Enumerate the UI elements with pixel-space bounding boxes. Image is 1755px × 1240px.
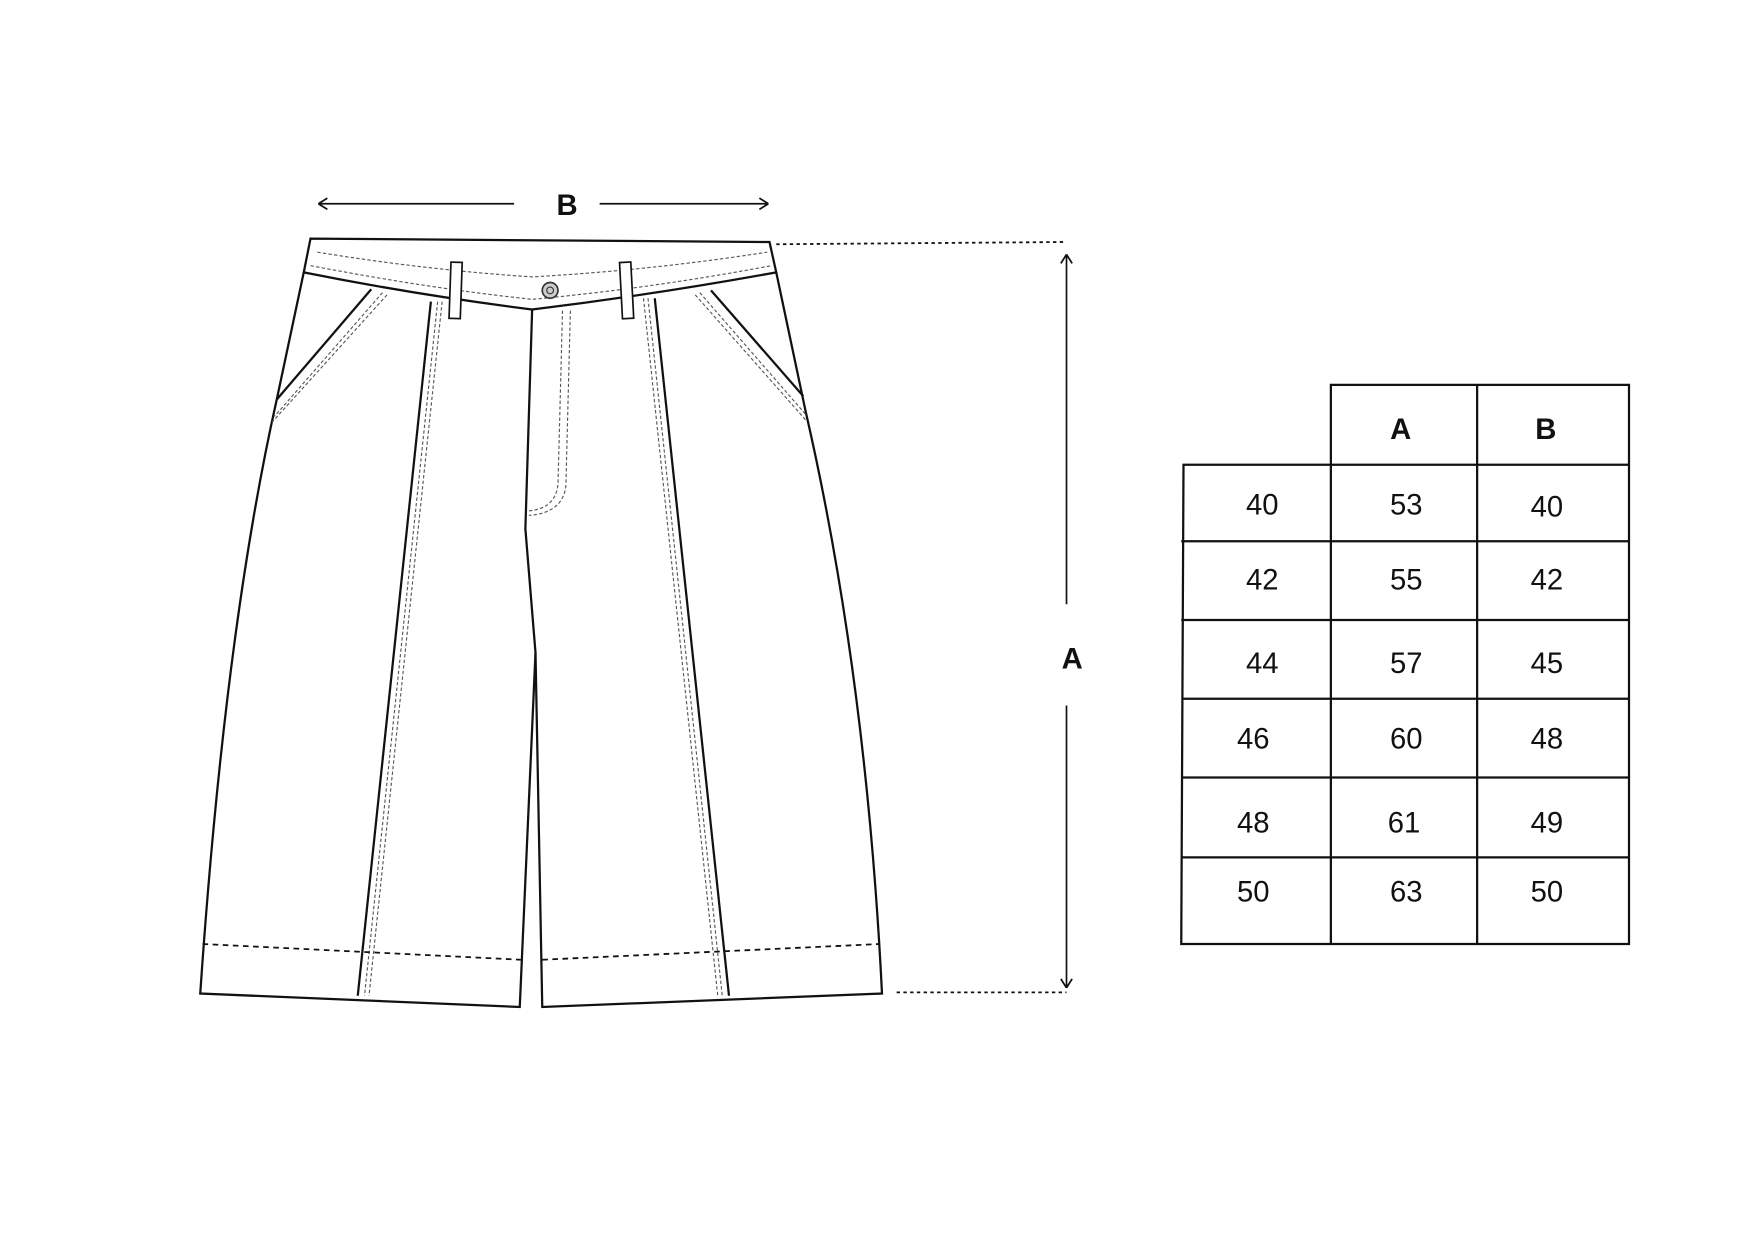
right-pocket xyxy=(710,289,805,397)
cell-a: 53 xyxy=(1390,489,1423,521)
left-leg-outline xyxy=(199,272,537,1009)
size-table: A B 40 53 40 42 55 42 44 57 45 46 60 48 … xyxy=(1180,383,1631,946)
cell-a: 55 xyxy=(1390,565,1423,597)
cell-size: 48 xyxy=(1237,808,1270,840)
width-arrow-icon xyxy=(317,197,769,211)
cell-b: 50 xyxy=(1531,876,1564,908)
width-dimension: B xyxy=(317,190,769,222)
shorts-drawing xyxy=(199,237,884,1009)
cell-size: 42 xyxy=(1246,565,1279,597)
cell-size: 46 xyxy=(1237,723,1270,755)
fly-stitching xyxy=(528,310,571,516)
cell-size: 44 xyxy=(1246,648,1279,680)
cell-b: 48 xyxy=(1531,723,1564,755)
header-b: B xyxy=(1535,414,1556,446)
button-icon xyxy=(541,281,559,300)
cell-b: 42 xyxy=(1531,565,1564,597)
width-label: B xyxy=(556,190,577,222)
right-panel-seam xyxy=(653,298,731,996)
belt-loop-left xyxy=(448,261,464,320)
left-pocket xyxy=(275,288,373,401)
left-hem-line xyxy=(202,943,521,961)
cell-size: 50 xyxy=(1237,876,1270,908)
right-hem-line xyxy=(542,943,880,961)
cell-a: 60 xyxy=(1390,723,1423,755)
cell-b: 40 xyxy=(1531,492,1564,524)
header-a: A xyxy=(1390,414,1411,446)
cell-size: 40 xyxy=(1246,489,1279,521)
cell-a: 57 xyxy=(1390,648,1423,680)
left-panel-seam xyxy=(356,301,432,996)
cell-a: 63 xyxy=(1390,876,1423,908)
right-leg-outline xyxy=(534,272,884,1009)
cell-b: 49 xyxy=(1531,808,1564,840)
belt-loop-right xyxy=(618,261,635,320)
cell-a: 61 xyxy=(1388,808,1421,840)
cell-b: 45 xyxy=(1531,648,1564,680)
waistband xyxy=(302,237,778,311)
length-dimension: A xyxy=(776,241,1083,994)
length-label: A xyxy=(1062,643,1083,675)
length-arrow-icon xyxy=(1060,253,1073,989)
